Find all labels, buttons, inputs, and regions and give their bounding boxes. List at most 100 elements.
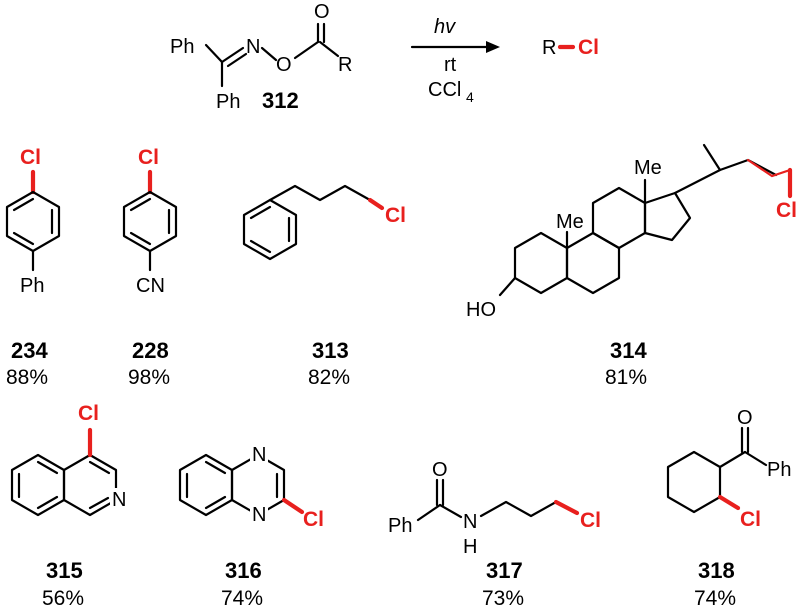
product-cl-label: Cl [578,36,599,59]
compound-316-yield: 74% [221,587,263,610]
compound-315-cl-label: Cl [78,402,99,425]
compound-315-yield: 56% [42,587,84,610]
reagent-o-label: O [276,54,292,76]
compound-314-ring-c [591,186,647,250]
compound-316-cl-label: Cl [303,508,324,531]
reagent-ph-top-label: Ph [170,36,194,58]
compound-314-side-chain-me [702,143,722,172]
compound-313-ccl-bond [367,197,385,211]
compound-317-number: 317 [486,558,523,583]
compound-315-ring-double-4 [88,460,111,475]
compound-316-number: 316 [225,558,262,583]
reagent-ph-top-bond [204,43,224,64]
compound-317: Ph O N H Cl 317 73% [388,459,601,610]
compound-314: Me Me HO Cl 314 81% [466,143,797,389]
reaction-arrowhead [486,41,500,53]
compound-317-cl-label: Cl [580,509,601,532]
compound-234-cl-label: Cl [20,146,41,169]
condition-temperature: rt [444,54,457,76]
compound-228-ring-double-2 [129,197,152,212]
compound-315-ring-right [62,453,118,517]
compound-317-ccl-bond [553,499,580,516]
compound-318-ph-label: Ph [767,459,791,481]
compound-313-cl-label: Cl [385,204,406,227]
compound-316-n1-label: N [252,444,266,466]
compound-314-number: 314 [610,338,647,363]
compound-318: O Ph Cl 318 74% [666,407,791,610]
compound-228-number: 228 [132,338,169,363]
compound-313-number: 313 [312,338,349,363]
compound-234-ph-label: Ph [20,275,44,297]
compound-234: Cl Ph 234 88% [5,146,61,389]
compound-317-chain [479,500,558,518]
compound-315-ring-double-2 [36,460,59,475]
compound-228: Cl CN 228 98% [122,146,178,389]
compound-315-n-label: N [112,489,126,511]
compound-314-oh-bond [498,276,517,297]
compound-314-side-chain-ch2 [746,158,792,178]
reagent-r-label: R [338,54,352,76]
reagent-n-label: N [246,36,260,58]
compound-313: Cl 313 82% [242,184,406,389]
compound-316-n2-bg [250,503,268,525]
compound-315: Cl N 315 56% [10,402,128,610]
product-r-label: R [542,37,556,59]
compound-315-ring-double-3 [36,495,59,510]
compound-314-ring-a [513,231,569,295]
compound-314-cl-label: Cl [776,199,797,222]
reagent-cr-bond [318,40,340,58]
compound-318-ccl-bond [717,494,741,511]
compound-315-number: 315 [46,558,83,583]
compound-317-h-label: H [463,536,477,558]
compound-314-me1-label: Me [556,211,584,233]
compound-234-ring-double-3 [12,231,35,246]
compound-228-cl-label: Cl [138,146,159,169]
reagent-carbonyl-o-label: O [314,1,330,23]
compound-317-n-label: N [463,511,477,533]
compound-228-yield: 98% [128,366,170,389]
compound-318-o-label: O [737,407,753,429]
condition-solvent: CCl [428,79,461,101]
compound-313-ring-double-2 [249,205,272,220]
reagent-ph-bottom-label: Ph [216,91,240,113]
condition-solvent-subscript: 4 [466,89,474,105]
compound-318-number: 318 [698,558,735,583]
compound-313-ring [242,198,298,261]
compound-317-ph-label: Ph [388,515,412,537]
compound-314-me2-label: Me [634,157,662,179]
compound-318-c-co-bond [718,450,747,469]
compound-313-ring-double-3 [249,239,272,254]
compound-228-cn-label: CN [136,275,165,297]
compound-316-ring-double-3 [204,495,227,510]
reaction-arrow-group: hv rt CCl 4 [410,16,500,105]
reagent-number: 312 [262,88,299,113]
compound-318-co-ph-bond [743,450,768,467]
compound-315-ring-double-5 [88,496,110,510]
reagent-no-bond [260,46,278,62]
compound-315-n-bg [110,488,128,510]
compound-316-n1-bg [250,443,268,465]
compound-316-n2-label: N [252,504,266,526]
reagent-cn-double-bond-a [220,46,245,64]
compound-317-c-n-bond [438,503,463,519]
condition-light: hv [434,16,456,38]
compound-228-ring-double-3 [129,231,152,246]
compound-314-ring-b [565,231,621,295]
compound-317-ph-c-bond [416,503,442,522]
compound-317-o-label: O [432,459,448,481]
compound-316: N N Cl 316 74% [178,443,324,610]
reagent-cn-double-bond-b [226,52,248,68]
compound-234-number: 234 [11,338,48,363]
compound-314-ho-label: HO [466,299,496,321]
compound-234-ring-double-2 [12,197,35,212]
reagent-oc-bond [293,40,320,60]
compound-318-yield: 74% [694,587,736,610]
compound-318-cl-label: Cl [740,508,761,531]
compound-318-ring [666,450,722,514]
compound-314-side-chain [673,158,778,195]
compound-314-ring-d [643,191,692,242]
compound-317-yield: 73% [482,587,524,610]
reagent-312: Ph Ph N O O R 312 [170,1,352,113]
compound-234-yield: 88% [6,366,48,389]
